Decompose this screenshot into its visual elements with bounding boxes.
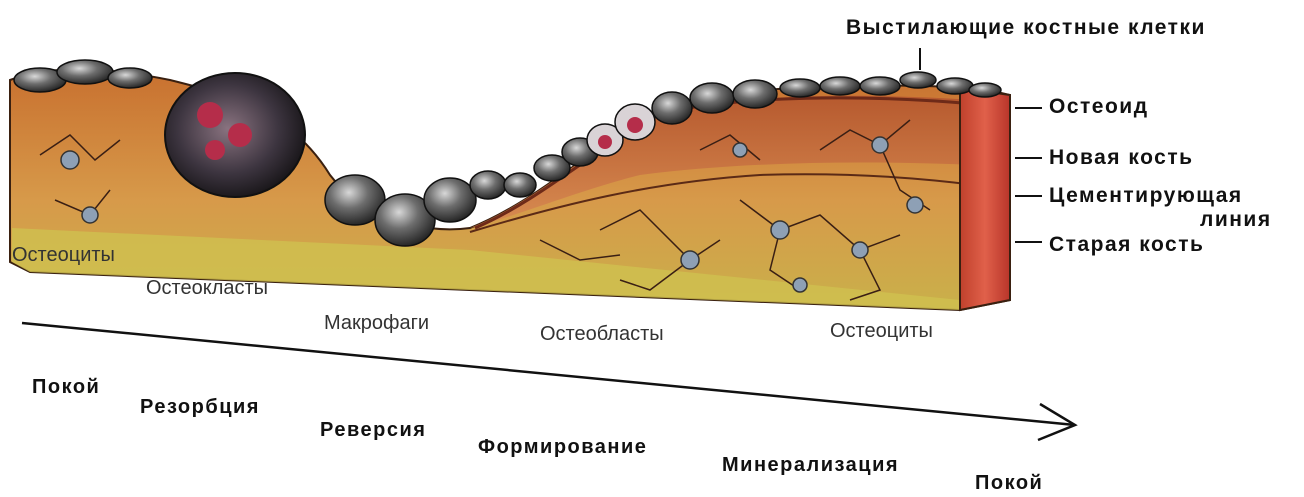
old-bone-label: Старая кость — [1049, 234, 1204, 255]
macrophages-label: Макрофаги — [324, 313, 429, 333]
bone-side-face — [960, 88, 1010, 310]
osteocytes-left-label: Остеоциты — [12, 245, 115, 265]
cement-line-label-2: линия — [1200, 209, 1272, 230]
phase-rest-start: Покой — [32, 377, 100, 397]
phase-resorption: Резорбция — [140, 397, 260, 417]
osteoblasts-label: Остеобласты — [540, 324, 664, 344]
phase-rest-end: Покой — [975, 473, 1043, 493]
osteocytes-right-label: Остеоциты — [830, 321, 933, 341]
phase-mineralization: Минерализация — [722, 455, 899, 475]
phase-formation: Формирование — [478, 437, 647, 457]
osteoid-label: Остеоид — [1049, 96, 1149, 117]
new-bone-label: Новая кость — [1049, 147, 1194, 168]
osteoclasts-label: Остеокласты — [146, 278, 268, 298]
osteoclast-cell — [165, 73, 305, 197]
lining-cells-label: Выстилающие костные клетки — [846, 17, 1206, 38]
cement-line-label-1: Цементирующая — [1049, 185, 1243, 206]
phase-reversal: Реверсия — [320, 420, 426, 440]
